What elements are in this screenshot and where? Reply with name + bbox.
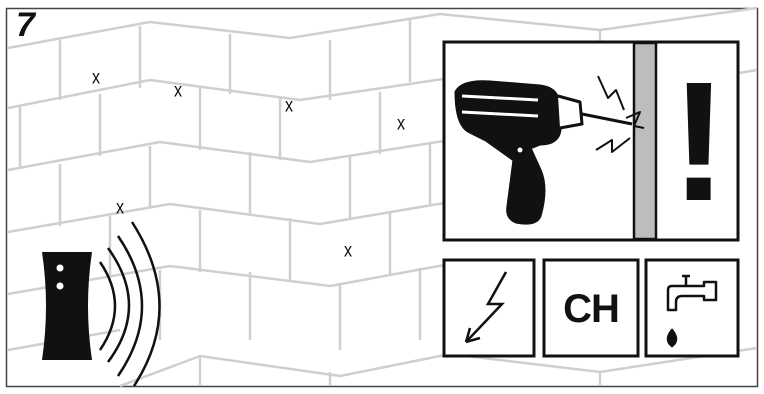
stud-mark: x: [344, 242, 352, 261]
detector-led-2: [57, 283, 64, 290]
central-heating-label: CH: [544, 262, 638, 356]
water-hazard-box: [646, 260, 738, 356]
stud-mark: x: [285, 97, 293, 116]
stud-mark: x: [116, 199, 124, 218]
stud-mark: x: [92, 69, 100, 88]
exclamation-mark: !: [664, 62, 734, 222]
electric-hazard-box: [444, 260, 534, 356]
step-number: 7: [16, 8, 35, 42]
detector-led-1: [57, 265, 64, 272]
pipe-in-wall: [634, 43, 656, 239]
stud-mark: x: [174, 82, 182, 101]
stud-mark: x: [397, 115, 405, 134]
